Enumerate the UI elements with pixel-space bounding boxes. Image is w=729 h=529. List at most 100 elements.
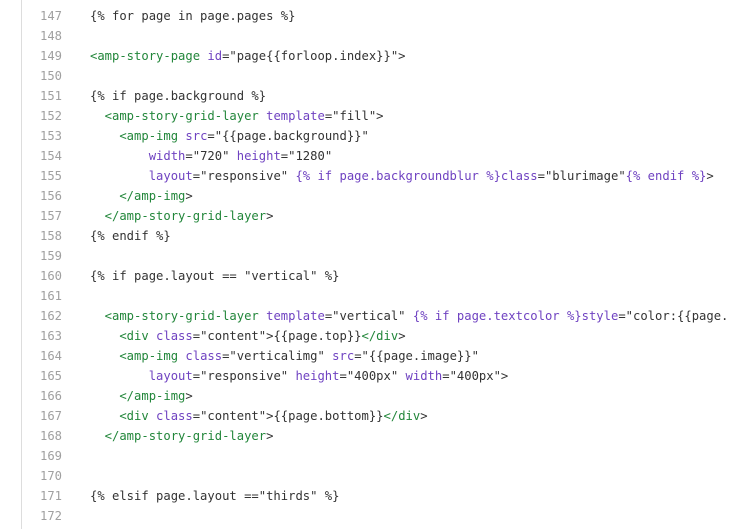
- line-number[interactable]: 171: [39, 489, 62, 503]
- line-source: {% if page.layout == "vertical" %}: [90, 266, 339, 286]
- line-number[interactable]: 157: [39, 209, 62, 223]
- line-number[interactable]: 155: [39, 169, 62, 183]
- code-token-txt: ="page{{forloop.index}}">: [222, 49, 406, 63]
- code-token-tag: </amp-story-grid-layer: [90, 429, 267, 443]
- code-token-tag: </div: [383, 409, 421, 423]
- line-number[interactable]: 153: [39, 129, 62, 143]
- code-line[interactable]: 164 <amp-img class="verticalimg" src="{{…: [0, 346, 729, 366]
- line-number[interactable]: 156: [39, 189, 62, 203]
- code-line[interactable]: 161: [0, 286, 729, 306]
- code-token-txt: ="720": [185, 149, 230, 163]
- code-token-attr: class: [148, 329, 193, 343]
- code-token-txt: >: [266, 429, 274, 443]
- code-token-txt: ="content">{{page.top}}: [192, 329, 362, 343]
- line-number[interactable]: 169: [39, 449, 62, 463]
- code-line[interactable]: 169: [0, 446, 729, 466]
- code-line[interactable]: 165 layout="responsive" height="400px" w…: [0, 366, 729, 386]
- code-token-tag: <amp-story-page: [90, 49, 201, 63]
- code-token-tag: <div: [90, 409, 149, 423]
- line-number[interactable]: 162: [39, 309, 62, 323]
- code-line[interactable]: 152 <amp-story-grid-layer template="fill…: [0, 106, 729, 126]
- code-token-txt: {% elsif page.layout =="thirds" %}: [90, 489, 340, 503]
- line-source: <amp-img class="verticalimg" src="{{page…: [90, 346, 479, 366]
- code-view[interactable]: 147{% for page in page.pages %} 148 149 <am…: [0, 6, 729, 526]
- code-line[interactable]: 160 {% if page.layout == "vertical" %}: [0, 266, 729, 286]
- line-number[interactable]: 172: [39, 509, 62, 523]
- line-number[interactable]: 167: [39, 409, 62, 423]
- line-number[interactable]: 164: [39, 349, 62, 363]
- line-source: </amp-img>: [90, 386, 192, 406]
- line-source: {% if page.background %}: [90, 86, 266, 106]
- line-number[interactable]: 170: [39, 469, 62, 483]
- code-token-txt: ="{{page.image}}": [354, 349, 479, 363]
- line-number[interactable]: 158: [39, 229, 62, 243]
- line-number[interactable]: 147: [39, 9, 62, 23]
- code-token-tag: </amp-img: [90, 189, 186, 203]
- code-token-tag: <amp-img: [90, 349, 179, 363]
- line-source: layout="responsive" height="400px" width…: [90, 366, 509, 386]
- code-line[interactable]: 170: [0, 466, 729, 486]
- code-line[interactable]: 150: [0, 66, 729, 86]
- line-source: <div class="content">{{page.bottom}}</di…: [90, 406, 427, 426]
- code-token-txt: >: [398, 329, 406, 343]
- code-line[interactable]: 166 </amp-img>: [0, 386, 729, 406]
- code-line[interactable]: 172: [0, 506, 729, 526]
- code-line[interactable]: 162 <amp-story-grid-layer template="vert…: [0, 306, 729, 326]
- code-line[interactable]: 147{% for page in page.pages %}: [0, 6, 729, 26]
- code-token-tag: </amp-img: [90, 389, 186, 403]
- code-token-attr: src: [178, 129, 208, 143]
- line-number[interactable]: 148: [39, 29, 62, 43]
- code-token-txt: ="verticalimg": [222, 349, 325, 363]
- code-line[interactable]: 151 {% if page.background %}: [0, 86, 729, 106]
- line-number[interactable]: 163: [39, 329, 62, 343]
- line-number[interactable]: 160: [39, 269, 62, 283]
- code-token-attr: layout: [90, 169, 193, 183]
- line-number[interactable]: 161: [39, 289, 62, 303]
- line-number[interactable]: 154: [39, 149, 62, 163]
- code-line[interactable]: 163 <div class="content">{{page.top}}</d…: [0, 326, 729, 346]
- code-token-txt: ="responsive": [192, 169, 289, 183]
- code-line[interactable]: 148: [0, 26, 729, 46]
- line-source: {% endif %}: [90, 226, 171, 246]
- code-token-txt: >: [266, 209, 274, 223]
- line-source: <amp-story-page id="page{{forloop.index}…: [90, 46, 406, 66]
- code-token-tag: </div: [361, 329, 399, 343]
- code-token-attr: class: [148, 409, 193, 423]
- code-line[interactable]: 171 {% elsif page.layout =="thirds" %}: [0, 486, 729, 506]
- line-number[interactable]: 159: [39, 249, 62, 263]
- code-token-tag: <amp-img: [90, 129, 179, 143]
- code-token-tag: <amp-story-grid-layer: [90, 309, 259, 323]
- code-token-txt: ="content">{{page.bottom}}: [192, 409, 384, 423]
- line-source: </amp-img>: [90, 186, 193, 206]
- code-token-tag: <div: [90, 329, 149, 343]
- code-line[interactable]: 157 </amp-story-grid-layer>: [0, 206, 729, 226]
- line-number[interactable]: 168: [39, 429, 62, 443]
- line-number[interactable]: 149: [39, 49, 62, 63]
- line-number[interactable]: 166: [39, 389, 62, 403]
- code-token-txt: ="1280": [280, 149, 333, 163]
- code-line[interactable]: 167 <div class="content">{{page.bottom}}…: [0, 406, 729, 426]
- code-token-attr: template: [258, 309, 325, 323]
- code-line[interactable]: 159: [0, 246, 729, 266]
- code-line[interactable]: 156 </amp-img>: [0, 186, 729, 206]
- code-line[interactable]: 149 <amp-story-page id="page{{forloop.ind…: [0, 46, 729, 66]
- code-token-tag: </amp-story-grid-layer: [90, 209, 267, 223]
- line-source: </amp-story-grid-layer>: [90, 426, 274, 446]
- line-number[interactable]: 165: [39, 369, 62, 383]
- code-token-txt: {% if page.layout == "vertical" %}: [90, 269, 340, 283]
- code-line[interactable]: 155 layout="responsive" {% if page.backg…: [0, 166, 729, 186]
- code-token-txt: ="400px">: [442, 369, 509, 383]
- code-token-tpl: {% endif %}: [625, 169, 707, 183]
- code-token-attr: id: [200, 49, 223, 63]
- code-line[interactable]: 158 {% endif %}: [0, 226, 729, 246]
- line-source: <amp-story-grid-layer template="vertical…: [90, 306, 729, 326]
- code-line[interactable]: 153 <amp-img src="{{page.background}}": [0, 126, 729, 146]
- code-line[interactable]: 168 </amp-story-grid-layer>: [0, 426, 729, 446]
- code-token-attr: height: [288, 369, 340, 383]
- code-line[interactable]: 154 width="720" height="1280": [0, 146, 729, 166]
- line-number[interactable]: 150: [39, 69, 62, 83]
- line-number[interactable]: 152: [39, 109, 62, 123]
- code-token-txt: >: [185, 189, 193, 203]
- line-number[interactable]: 151: [39, 89, 62, 103]
- code-token-attr: layout: [90, 369, 193, 383]
